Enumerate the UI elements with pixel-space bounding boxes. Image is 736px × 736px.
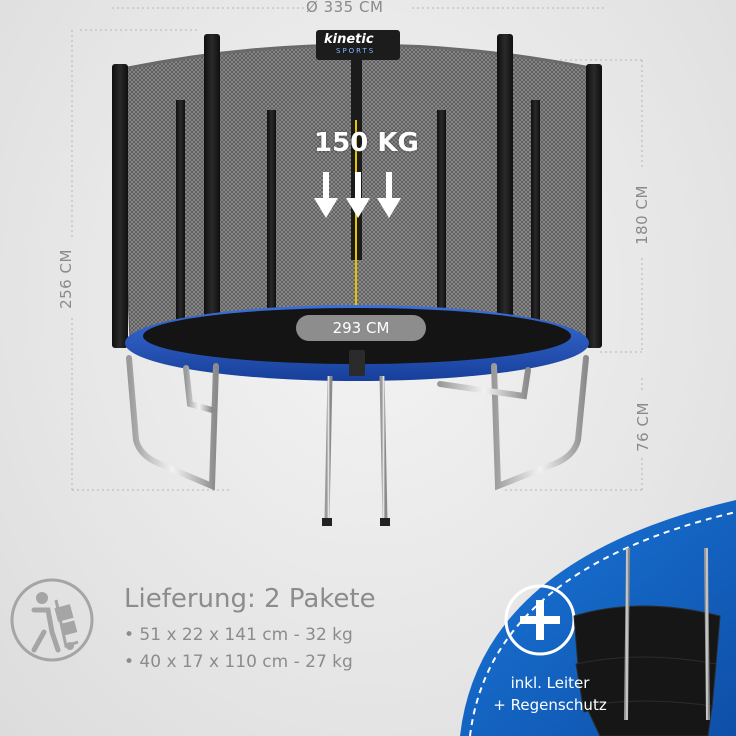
net-pole — [497, 34, 513, 368]
dimension-diameter: Ø 335 CM — [306, 0, 384, 16]
promo-line-ladder: inkl. Leiter — [510, 674, 590, 692]
brand-logo: kinetic SPORTS — [316, 30, 400, 60]
delivery-person-icon — [10, 578, 94, 662]
list-item: • 40 x 17 x 110 cm - 27 kg — [124, 652, 353, 672]
arrow-down-icon — [314, 172, 401, 218]
promo-corner — [460, 500, 736, 736]
promo-text: inkl. Leiter + Regenschutz — [476, 672, 624, 716]
net-pole — [437, 110, 446, 310]
promo-line-cover: + Regenschutz — [493, 696, 607, 714]
dimension-total-height: 256 CM — [56, 249, 75, 309]
ladder — [324, 375, 388, 521]
frame-legs — [126, 355, 589, 491]
rain-cover — [573, 605, 721, 736]
net-pole — [176, 100, 185, 328]
net-pole — [267, 110, 276, 310]
net-pole — [112, 64, 128, 348]
dimension-lines — [71, 7, 643, 491]
max-weight-label: 150 KG — [314, 128, 419, 158]
mat-diameter-label: 293 CM — [296, 315, 426, 341]
net-pole — [586, 64, 602, 348]
delivery-title: Lieferung: 2 Pakete — [124, 584, 376, 614]
delivery-list: • 51 x 22 x 141 cm - 32 kg • 40 x 17 x 1… — [124, 622, 353, 676]
dimension-net-height: 180 CM — [632, 185, 651, 245]
net-pole — [531, 100, 540, 328]
plus-icon — [520, 600, 560, 640]
dimension-frame-height: 76 CM — [633, 402, 652, 452]
list-item: • 51 x 22 x 141 cm - 32 kg — [124, 625, 353, 645]
ladder-accessory — [624, 547, 710, 721]
net-pole — [204, 34, 220, 368]
